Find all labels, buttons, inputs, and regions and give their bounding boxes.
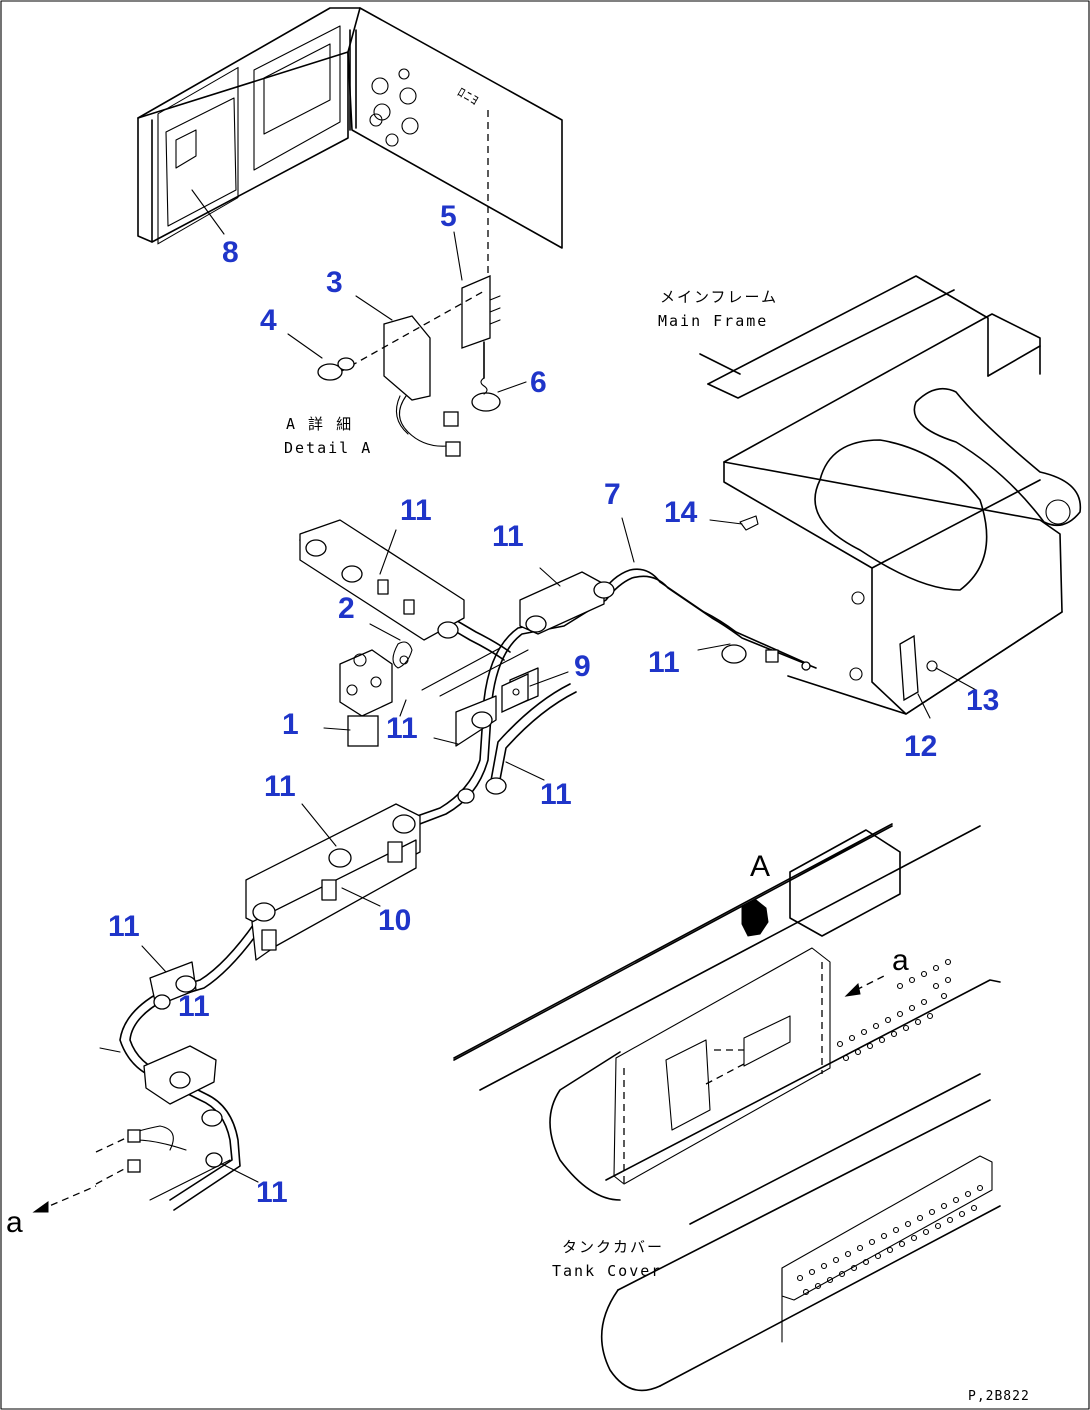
callout-5: 5	[440, 200, 457, 233]
callout-11-a: 11	[400, 494, 432, 527]
detail-a-label-jp: A 詳 細	[286, 415, 353, 433]
callout-14: 14	[664, 496, 698, 529]
callout-10: 10	[378, 904, 411, 937]
tank-cover: タンクカバー Tank Cover	[453, 823, 1001, 1392]
callouts: 1 2 3 4 5 6 7 8 9 10 12 13 14 11 11 11 1…	[108, 200, 999, 1209]
relay-and-brackets	[339, 641, 529, 747]
callout-11-d: 11	[386, 712, 418, 745]
callout-6: 6	[530, 366, 547, 399]
cab-panel: ﾛﾆﾖ	[137, 7, 563, 280]
tank-cover-label-en: Tank Cover	[552, 1262, 662, 1280]
callout-11-h: 11	[178, 990, 210, 1023]
main-frame-label-jp: メインフレーム	[660, 288, 778, 306]
drawing-reference: P,2B822	[968, 1389, 1030, 1404]
callout-11-i: 11	[256, 1176, 288, 1209]
callout-11-e: 11	[540, 778, 572, 811]
arrow-a-label-upper: a	[892, 944, 909, 977]
arrow-a-label-lower: a	[6, 1206, 23, 1239]
callout-11-c: 11	[648, 646, 680, 679]
callout-3: 3	[326, 266, 343, 299]
callout-4: 4	[260, 304, 277, 337]
detail-a-label-en: Detail A	[284, 439, 372, 457]
tank-cover-label-jp: タンクカバー	[562, 1238, 664, 1256]
callout-9: 9	[574, 650, 591, 683]
leader-8	[191, 189, 225, 235]
clamps	[143, 519, 811, 1168]
main-frame: メインフレーム Main Frame	[658, 275, 1082, 715]
callout-8: 8	[222, 236, 239, 269]
callout-11-g: 11	[108, 910, 140, 943]
svg-text:ﾛﾆﾖ: ﾛﾆﾖ	[454, 85, 481, 109]
callout-11-f: 11	[264, 770, 296, 803]
leader-lines	[141, 231, 977, 1183]
callout-2: 2	[338, 592, 355, 625]
main-frame-label-en: Main Frame	[658, 312, 768, 330]
detail-a: A 詳 細 Detail A	[284, 275, 501, 457]
callout-12: 12	[904, 730, 937, 763]
callout-1: 1	[282, 708, 299, 741]
callout-7: 7	[604, 478, 621, 511]
callout-11-b: 11	[492, 520, 524, 553]
callout-13: 13	[966, 684, 999, 717]
view-a-label: A	[750, 850, 770, 883]
